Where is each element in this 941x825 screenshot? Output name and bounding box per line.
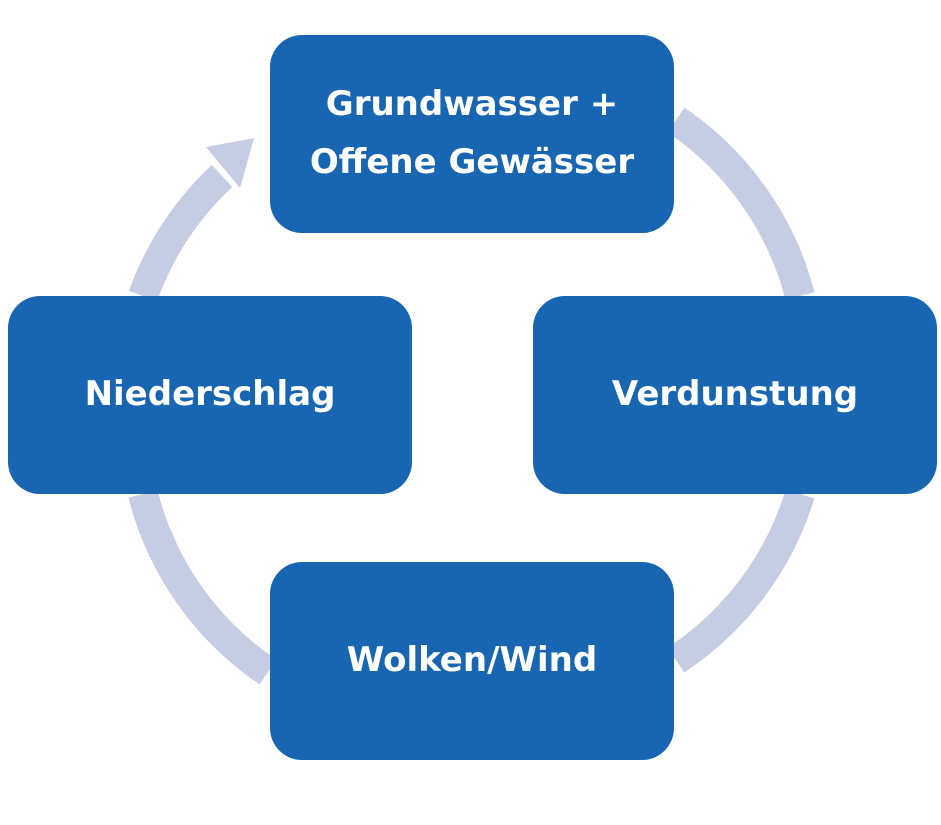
cycle-arrowhead <box>206 138 254 188</box>
node-label-line: Niederschlag <box>84 374 336 415</box>
cycle-ring-segment-bottom-right <box>667 489 815 673</box>
node-label-line: Offene Gewässer <box>309 142 635 182</box>
node-verdunstung: Verdunstung <box>533 296 937 494</box>
node-grundwasser: Grundwasser + Offene Gewässer <box>270 35 674 233</box>
cycle-ring-segment-bottom-left <box>128 490 277 685</box>
node-wolken-wind: Wolken/Wind <box>270 562 674 760</box>
node-label-line: Wolken/Wind <box>346 640 598 681</box>
node-label-line: Verdunstung <box>611 374 859 415</box>
node-label-line: Grundwasser + <box>325 84 619 125</box>
cycle-ring-segment-top-right <box>667 107 815 300</box>
node-niederschlag: Niederschlag <box>8 296 412 494</box>
cycle-ring-segment-top-left <box>128 165 233 302</box>
